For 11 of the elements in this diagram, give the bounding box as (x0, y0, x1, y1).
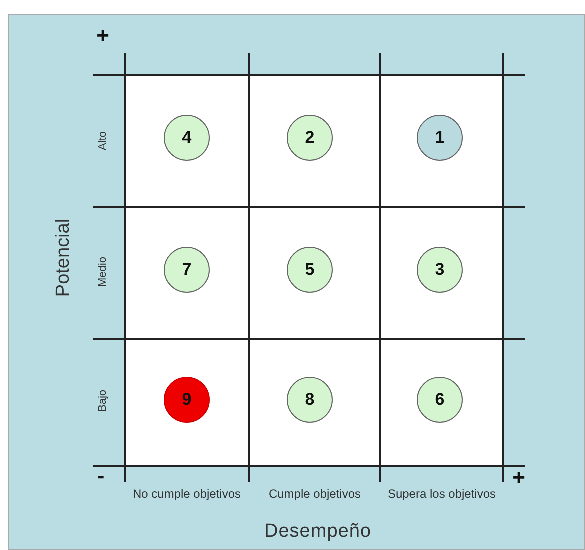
row-label: Alto (97, 132, 109, 150)
row-label: Bajo (97, 390, 109, 412)
minus-sign: - (97, 463, 105, 489)
axis-title: Potencial (53, 218, 75, 298)
column-label: Cumple objetivos (268, 487, 362, 501)
axis-title: Desempeño (264, 521, 372, 543)
row-label: Medio (97, 257, 109, 287)
column-label: Supera los objetivos (387, 487, 497, 501)
column-label: No cumple objetivos (132, 487, 242, 501)
plus-sign: + (512, 465, 526, 491)
plus-sign: + (96, 23, 110, 49)
